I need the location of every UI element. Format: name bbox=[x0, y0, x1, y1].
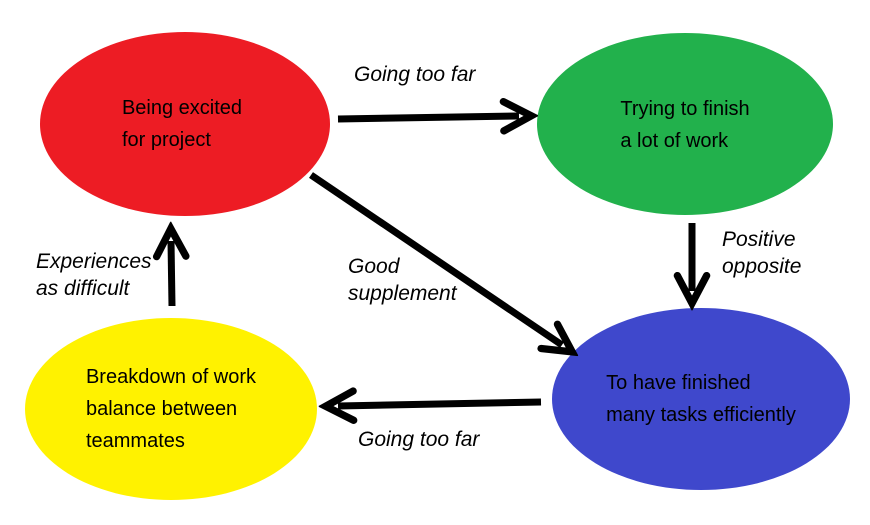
arrow-finished-to-breakdown bbox=[338, 402, 542, 406]
node-excited-ellipse bbox=[40, 32, 330, 216]
node-finished-ellipse bbox=[552, 308, 850, 490]
arrow-excited-to-finish bbox=[337, 116, 519, 119]
node-finish-ellipse bbox=[537, 33, 833, 215]
arrow-breakdown-to-excited bbox=[171, 241, 172, 307]
node-breakdown-ellipse bbox=[25, 318, 317, 500]
arrow-excited-to-finished bbox=[309, 172, 562, 345]
